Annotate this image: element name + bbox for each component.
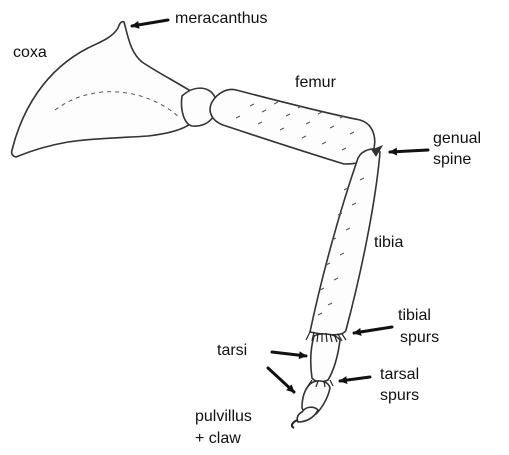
label-genual-line-2: spine <box>433 149 471 170</box>
arrow-tibial-spurs <box>354 327 392 333</box>
arrow-tarsal-spurs <box>340 377 370 381</box>
label-pulvillus-line-1: pulvillus <box>195 406 252 427</box>
label-femur: femur <box>295 72 336 93</box>
label-tibial-line-2: spurs <box>400 327 439 348</box>
label-tarsal-line-1: tarsal <box>380 364 419 385</box>
arrow-meracanthus <box>132 20 168 26</box>
tibia-shape <box>310 149 380 335</box>
arrow-genual-spine <box>390 150 428 152</box>
femur-shape <box>210 90 375 165</box>
label-pulvillus-line-2: + claw <box>195 428 241 449</box>
arrow-tarsi-1 <box>272 352 306 356</box>
pulvillus-segment <box>297 407 318 422</box>
label-meracanthus: meracanthus <box>175 8 268 29</box>
claw <box>292 420 298 428</box>
label-tibial-line-1: tibial <box>398 305 431 326</box>
label-tarsi: tarsi <box>217 340 247 361</box>
tarsus-segment-1 <box>311 334 340 382</box>
arrow-tarsi-2 <box>268 368 294 392</box>
label-tibia: tibia <box>374 232 403 253</box>
label-genual-line-1: genual <box>433 128 481 149</box>
label-tarsal-line-2: spurs <box>380 385 419 406</box>
label-coxa: coxa <box>13 42 47 63</box>
